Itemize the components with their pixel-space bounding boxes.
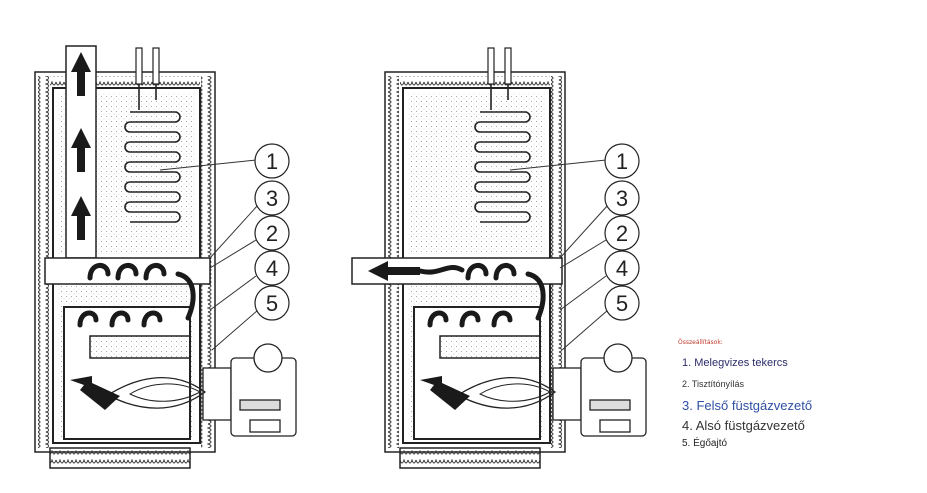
heating-coil-right bbox=[474, 84, 531, 223]
burner-right bbox=[552, 343, 647, 437]
flow-arrows-right bbox=[368, 261, 470, 410]
callout-3-right: 3 bbox=[616, 186, 628, 211]
flow-curls-right bbox=[417, 263, 546, 328]
callout-5-right: 5 bbox=[616, 291, 628, 316]
legend-title: Összeállítások: bbox=[678, 339, 723, 346]
legend-item-5: 5. Égőajtó bbox=[682, 438, 728, 449]
callout-5-left: 5 bbox=[266, 291, 278, 316]
callout-3-left: 3 bbox=[266, 186, 278, 211]
callouts-left: 1 3 2 4 5 bbox=[159, 143, 290, 351]
callout-4-right: 4 bbox=[616, 256, 628, 281]
flow-arrows-left bbox=[70, 52, 120, 410]
callout-1-left: 1 bbox=[266, 149, 278, 174]
legend-item-2: 2. Tisztítónyílás bbox=[682, 379, 745, 389]
callouts-right: 1 3 2 4 5 bbox=[509, 143, 640, 351]
legend-item-4: 4. Alsó füstgázvezető bbox=[682, 418, 805, 433]
heating-coil-left bbox=[124, 84, 181, 223]
boiler-right bbox=[351, 47, 647, 469]
callout-4-left: 4 bbox=[266, 256, 278, 281]
callout-1-right: 1 bbox=[616, 149, 628, 174]
burner-left bbox=[202, 343, 297, 437]
callout-2-right: 2 bbox=[616, 221, 628, 246]
callout-2-left: 2 bbox=[266, 221, 278, 246]
legend-item-3: 3. Felső füstgázvezető bbox=[682, 398, 813, 413]
legend-item-1: 1. Melegvizes tekercs bbox=[682, 357, 788, 369]
flow-curls-left bbox=[77, 263, 196, 328]
boiler-left bbox=[34, 45, 297, 469]
